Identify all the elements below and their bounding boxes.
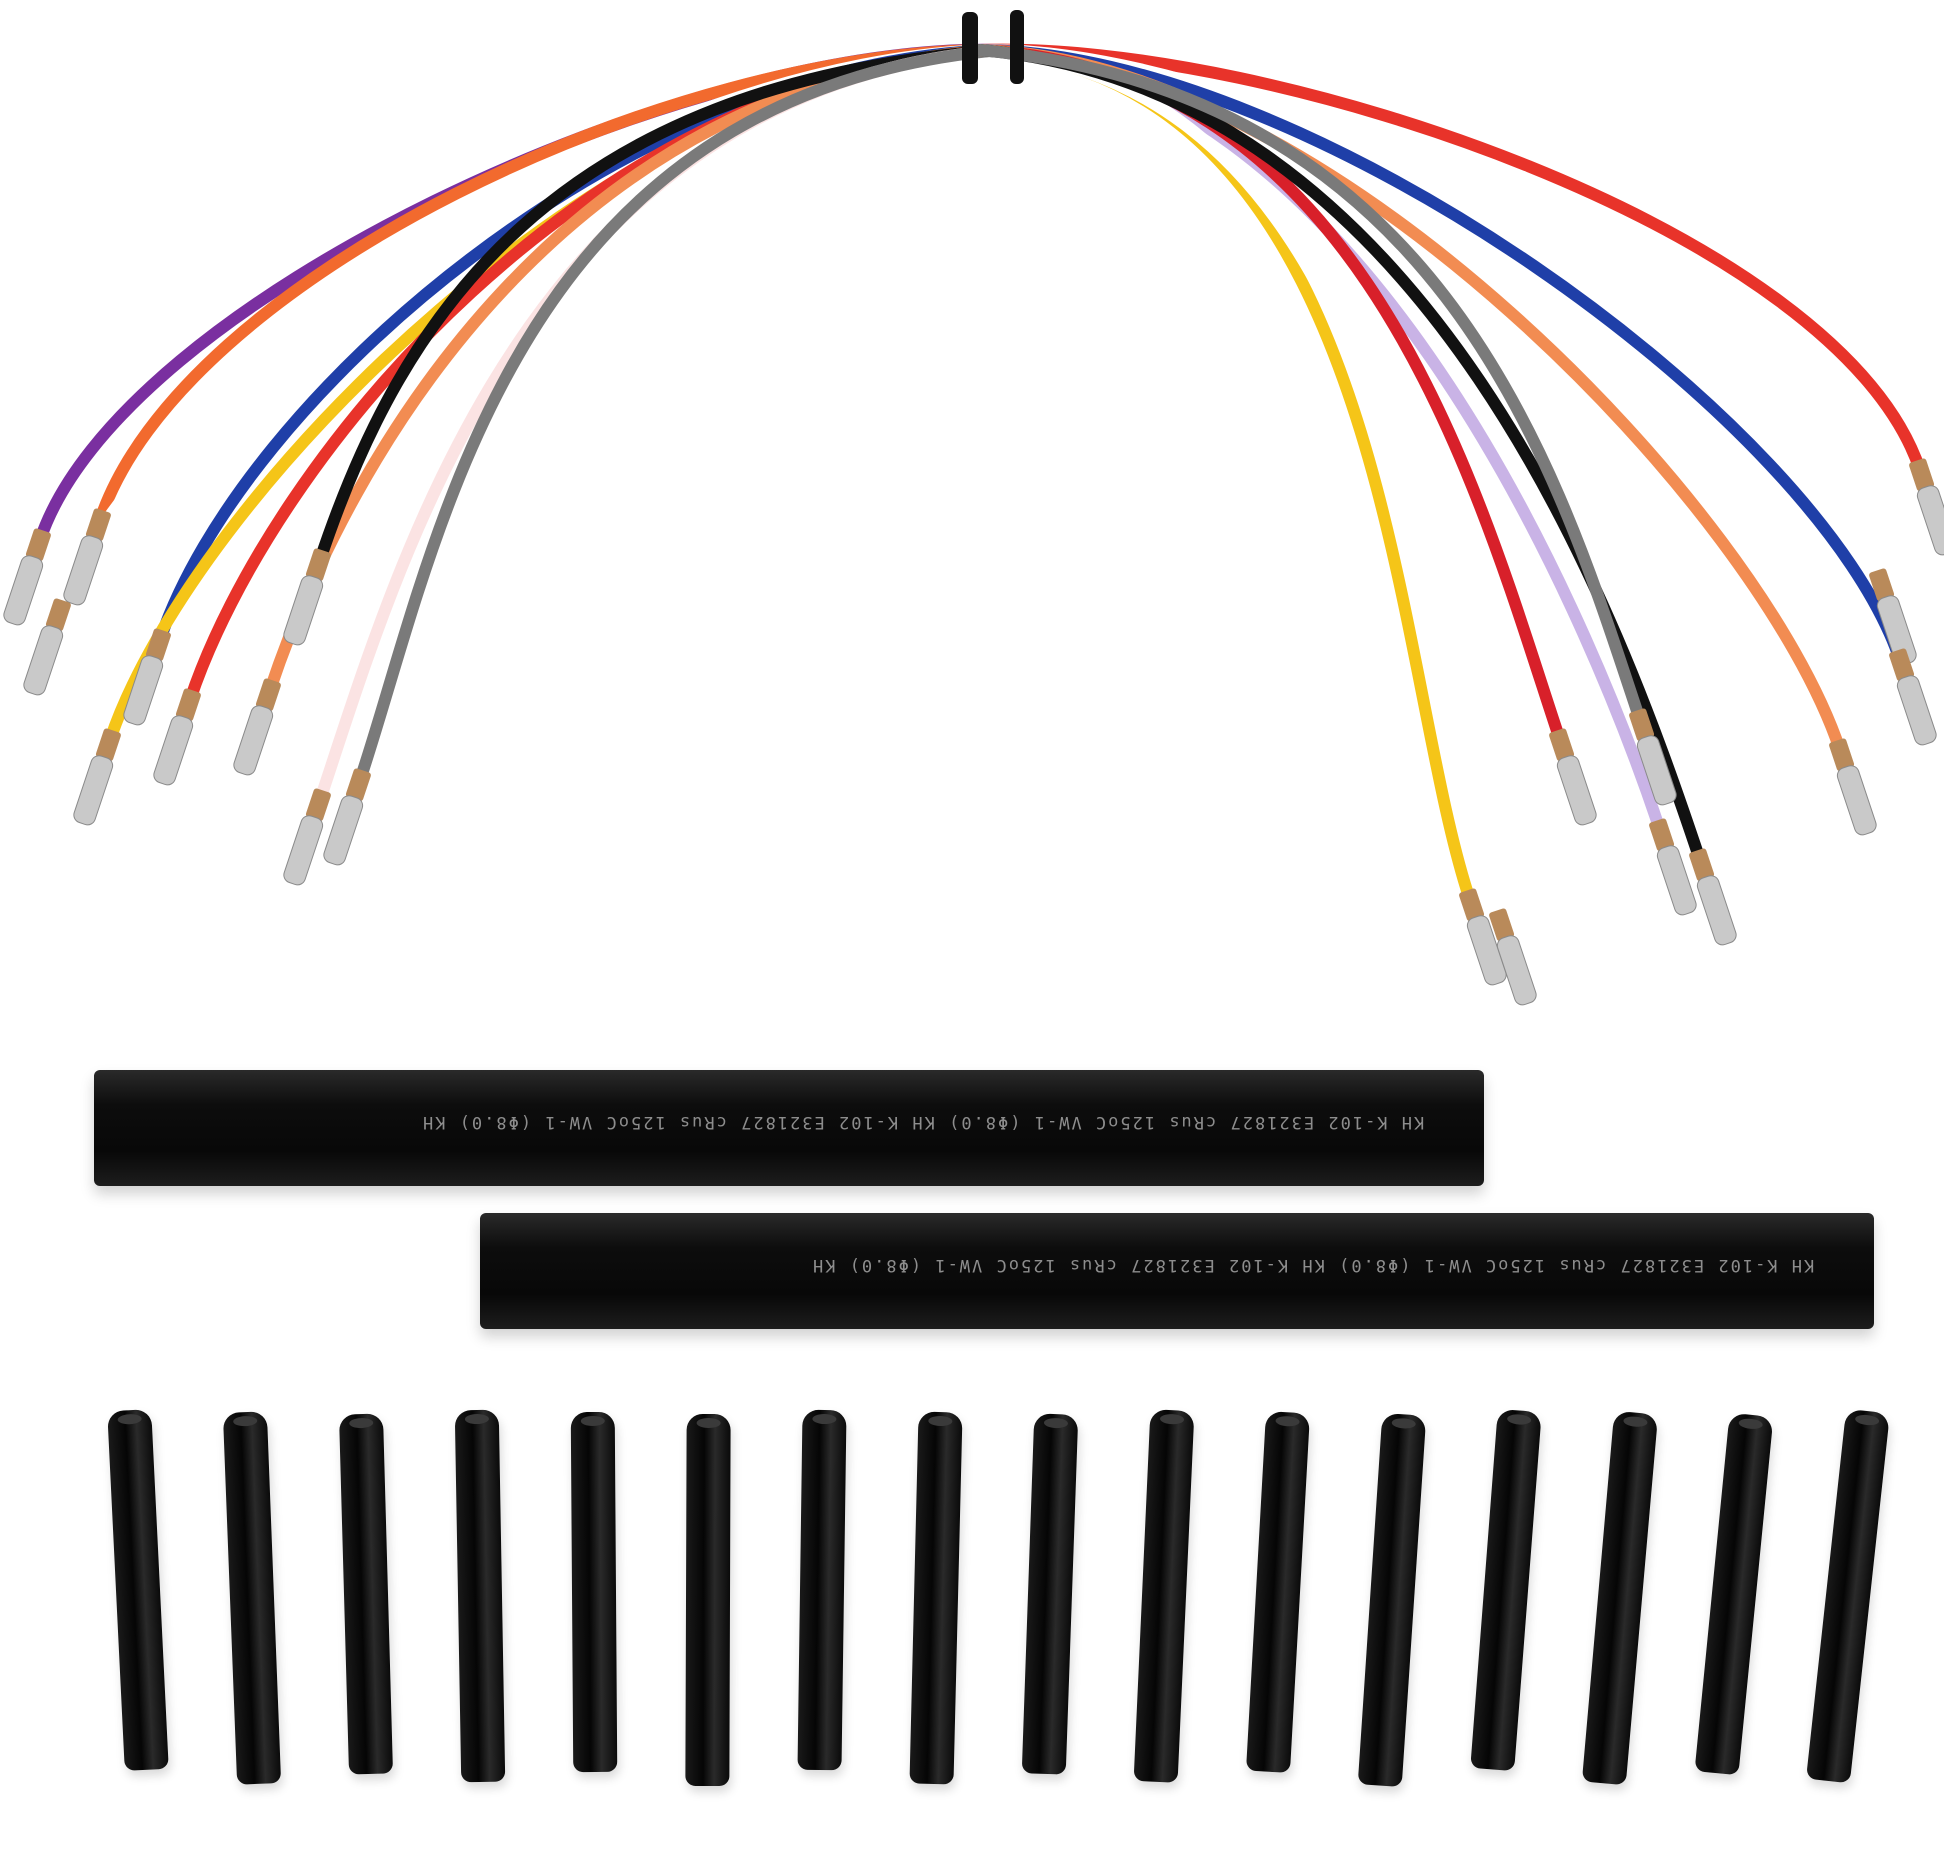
terminal-pin (283, 788, 331, 886)
cable-tie-icon (962, 10, 1024, 84)
tube-opening (1506, 1413, 1532, 1426)
tube-print-text: KH K-102 E321827 cRus 125oC VW-1 (Φ8.0) … (420, 1112, 1424, 1132)
wire (34, 43, 1006, 546)
tube-opening (1854, 1413, 1880, 1427)
tube-opening (696, 1417, 721, 1429)
tube-opening (1159, 1413, 1185, 1425)
wire (974, 44, 1646, 726)
short-heat-shrink-tube (797, 1409, 847, 1771)
tube-opening (349, 1417, 374, 1429)
terminal-pin (3, 528, 51, 626)
terminal-pin (23, 598, 71, 696)
terminal-pin (233, 678, 281, 776)
tube-opening (928, 1415, 953, 1427)
heat-shrink-tube-long: KH K-102 E321827 cRus 125oC VW-1 (Φ8.0) … (94, 1070, 1484, 1186)
terminal-pin (1829, 738, 1877, 836)
tube-opening (1738, 1417, 1764, 1430)
tube-opening (1623, 1415, 1648, 1428)
tube-opening (580, 1415, 605, 1427)
terminal-pin (1889, 648, 1937, 746)
wire (974, 44, 1906, 666)
tube-opening (1043, 1417, 1069, 1429)
terminal-pin (1649, 818, 1697, 916)
wire (314, 44, 1006, 566)
tube-opening (117, 1413, 142, 1425)
wire (974, 43, 1926, 476)
short-heat-shrink-tube (570, 1411, 618, 1773)
terminal-pin (1459, 888, 1507, 986)
tube-opening (464, 1413, 489, 1425)
tube-opening (233, 1415, 258, 1427)
short-heat-shrink-tube (685, 1413, 731, 1787)
terminal-pin (1869, 568, 1917, 666)
tube-opening (812, 1413, 837, 1425)
terminal-pin (1909, 458, 1944, 556)
wire (94, 43, 1006, 526)
wire (974, 44, 1706, 866)
wire-bundle (34, 43, 1926, 926)
terminal-pin (323, 768, 371, 866)
tube-print-text: KH K-102 E321827 cRus 125oC VW-1 (Φ8.0) … (810, 1255, 1814, 1275)
terminal-pins (3, 458, 1944, 1006)
heat-shrink-tube-long: KH K-102 E321827 cRus 125oC VW-1 (Φ8.0) … (480, 1213, 1874, 1329)
terminal-pin (283, 548, 331, 646)
tube-opening (1275, 1415, 1300, 1427)
terminal-pin (1629, 708, 1677, 806)
terminal-pin (1549, 728, 1597, 826)
short-heat-shrink-tube (454, 1409, 506, 1783)
terminal-pin (63, 508, 111, 606)
wire (354, 44, 1006, 786)
wire (974, 44, 1506, 926)
tube-opening (1391, 1417, 1417, 1430)
terminal-pin (123, 628, 171, 726)
short-heat-shrink-tube (909, 1411, 963, 1785)
terminal-pin (1689, 848, 1737, 946)
terminal-pin (1489, 908, 1537, 1006)
terminal-pin (73, 728, 121, 826)
terminal-pin (153, 688, 201, 786)
